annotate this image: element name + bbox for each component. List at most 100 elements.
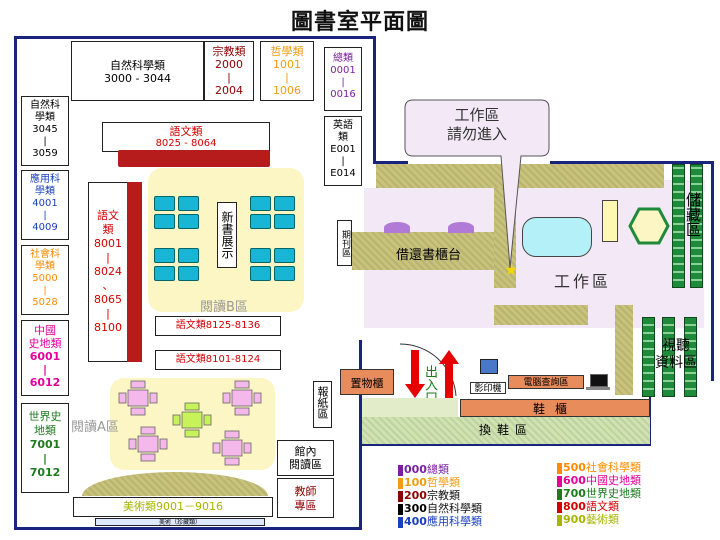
desk-chair [384, 222, 410, 233]
circulation-desk [352, 232, 495, 270]
work-table [522, 217, 592, 257]
legend-item: 300自然科學類 [398, 502, 482, 515]
shelf-english: 英語 類 E001 | E014 [324, 116, 362, 186]
entrance-door [399, 343, 457, 397]
shelf-language-8125: 語文類8125-8136 [155, 316, 281, 336]
reading-table [154, 214, 175, 229]
work-area-sign-callout [404, 99, 550, 269]
legend-item: 900藝術類 [557, 513, 641, 526]
round-table-pink [118, 380, 158, 416]
reading-table [178, 214, 199, 229]
printer-icon [480, 359, 498, 374]
av-area-label: 視聽 資料區 [655, 338, 697, 371]
round-table-pink [222, 380, 262, 416]
legend-item: 600中國史地類 [557, 474, 641, 487]
page-title: 圖書室平面圖 [290, 9, 429, 35]
in-library-reading-area: 館內 閱讀區 [277, 440, 334, 476]
legend-item: 200宗教類 [398, 489, 482, 502]
reading-table [274, 266, 295, 281]
reading-bench [82, 472, 268, 496]
outer-wall-bottom [14, 527, 362, 530]
shelf-social-science: 社會科 學類 5000 | 5028 [21, 245, 69, 315]
shelf-world-history: 世界史 地類 7001 | 7012 [21, 403, 69, 493]
av-shelf [662, 317, 675, 397]
legend-column-2: 500社會科學類 600中國史地類 700世界史地類 800語文類 900藝術類 [557, 461, 641, 526]
storage-shelf [690, 164, 703, 288]
reading-table [250, 266, 271, 281]
av-shelf [684, 317, 697, 397]
round-table-pink [212, 430, 252, 466]
reading-table [154, 196, 175, 211]
reading-table [154, 266, 175, 281]
work-area-label: 工作區 [554, 272, 612, 291]
entrance-label: 出入口 [422, 365, 437, 404]
reading-table [178, 266, 199, 281]
legend-column-1: 000總類 100哲學類 200宗教類 300自然科學類 400應用科學類 [398, 463, 482, 528]
shoe-cabinet: 鞋櫃 [460, 399, 650, 417]
shelf-general: 總類 0001 | 0016 [324, 47, 362, 111]
reading-table [274, 248, 295, 263]
shelf-art-collection: 美術（珍藏類） [95, 518, 265, 526]
inner-wall-vertical [373, 36, 376, 164]
work-area-star: ★ [504, 260, 519, 279]
legend-item: 700世界史地類 [557, 487, 641, 500]
shelf-language-top: 語文類 8025 - 8064 [102, 122, 270, 152]
desk-chair [448, 222, 474, 233]
reading-table [250, 248, 271, 263]
computer-search-area: 電腦查詢區 [508, 375, 584, 389]
shelf-language-top-bar [118, 150, 270, 167]
hexagon-table [628, 207, 670, 245]
legend-item: 800語文類 [557, 500, 641, 513]
inner-wall-step [373, 161, 408, 164]
storage-shelf [672, 164, 685, 288]
shelf-natural-science-top: 自然科學類 3000 - 3044 [71, 41, 204, 101]
shelf-natural-science-left: 自然科 學類 3045 | 3059 [21, 96, 69, 166]
computer-monitor-icon [590, 374, 608, 387]
shelf-art: 美術類9001－9016 [73, 497, 273, 517]
reading-table [274, 214, 295, 229]
reading-table [178, 196, 199, 211]
shelf-philosophy: 哲學類 1001 | 1006 [260, 41, 314, 101]
reading-table [250, 196, 271, 211]
shelf-language-left: 語文 類 8001 | 8024 、 8065 | 8100 [88, 182, 128, 362]
new-books-display: 新書展示 [217, 202, 237, 268]
shelf-language-8101: 語文類8101-8124 [155, 350, 281, 370]
shelf-china-history: 中國 史地類 6001 | 6012 [21, 320, 69, 396]
shelf-religion: 宗教類 2000 | 2004 [204, 41, 254, 101]
outer-wall-left [14, 36, 17, 530]
work-counter-bottom [494, 305, 588, 325]
work-counter-right [615, 305, 633, 395]
reading-table [250, 214, 271, 229]
computer-keyboard-icon [586, 387, 610, 390]
work-cabinet [602, 200, 618, 242]
legend-item: 400應用科學類 [398, 515, 482, 528]
entrance-arrows [405, 350, 459, 398]
right-wall [711, 161, 714, 381]
reading-table [154, 248, 175, 263]
storage-label: 儲藏區 [684, 192, 702, 237]
av-shelf [642, 317, 655, 397]
round-table-pink [128, 426, 168, 462]
lower-wall-vertical [359, 340, 362, 530]
reading-area-a-label: 閱讀A區 [71, 420, 119, 435]
lower-wall-bottom [359, 444, 651, 446]
legend-item: 500社會科學類 [557, 461, 641, 474]
legend-item: 000總類 [398, 463, 482, 476]
lower-wall-right [649, 380, 651, 446]
shelf-language-left-bar [127, 182, 142, 362]
legend-item: 100哲學類 [398, 476, 482, 489]
reading-table [274, 196, 295, 211]
periodicals-area: 期刊區 [337, 220, 352, 266]
circulation-desk-label: 借還書櫃台 [396, 248, 462, 263]
reading-table [178, 248, 199, 263]
work-area-sign: 工作區 請勿進入 [446, 106, 507, 143]
storage-cabinet: 置物櫃 [340, 369, 394, 395]
shelf-applied-science: 應用科 學類 4001 | 4009 [21, 170, 69, 240]
shoe-change-area: 換鞋區 [362, 417, 650, 444]
newspapers-area: 報紙區 [313, 381, 332, 428]
round-table-green [172, 402, 212, 438]
right-wall-top [550, 161, 714, 164]
outer-wall-top [14, 36, 376, 39]
reading-area-b-label: 閱讀B區 [200, 300, 248, 315]
teacher-area: 教師 專區 [277, 478, 334, 518]
